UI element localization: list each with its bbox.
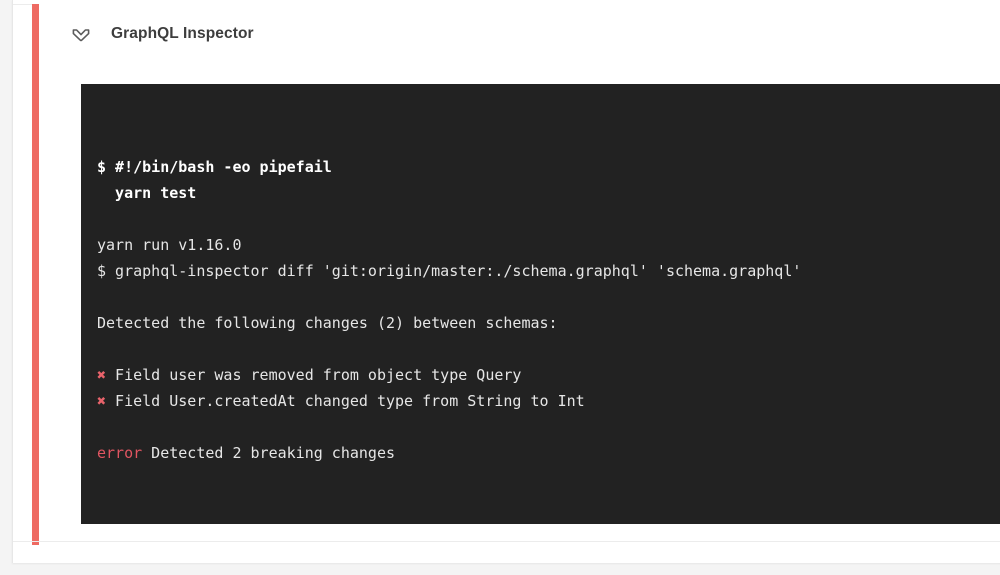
log-line: ✖ Field user was removed from object typ… [97, 362, 1000, 388]
log-line: $ #!/bin/bash -eo pipefail [97, 158, 332, 176]
log-line: yarn test [97, 184, 197, 202]
job-content: GraphQL Inspector $ #!/bin/bash -eo pipe… [39, 4, 1000, 545]
log-line: error Command failed with exit code 1. [97, 518, 1000, 524]
job-header[interactable]: GraphQL Inspector [39, 4, 254, 64]
log-line-text: Command failed with exit code 1. [142, 522, 440, 524]
log-line [97, 284, 1000, 310]
log-level-tag-error: error [97, 522, 142, 524]
log-line [97, 414, 1000, 440]
log-line-text: Field User.createdAt changed type from S… [106, 392, 585, 410]
log-level-tag-error: error [97, 444, 143, 462]
log-line [97, 466, 1000, 492]
breaking-change-marker-icon: ✖ [97, 392, 107, 410]
log-line-list: $ #!/bin/bash -eo pipefail yarn test yar… [97, 154, 1000, 524]
card-bottom-divider [13, 541, 1000, 542]
log-line: ✖ Field User.createdAt changed type from… [97, 388, 1000, 414]
log-line [97, 492, 1000, 518]
job-card: GraphQL Inspector $ #!/bin/bash -eo pipe… [12, 0, 1000, 563]
job-title: GraphQL Inspector [111, 25, 254, 42]
log-line: Detected the following changes (2) betwe… [97, 314, 558, 332]
log-line: error Detected 2 breaking changes [97, 440, 1000, 466]
log-line: $ graphql-inspector diff 'git:origin/mas… [97, 262, 802, 280]
job-status-bar [32, 4, 39, 545]
log-line [97, 206, 1000, 232]
log-line-text: Detected 2 breaking changes [142, 444, 396, 462]
graphql-inspector-logo-icon [68, 21, 94, 47]
build-log-terminal[interactable]: $ #!/bin/bash -eo pipefail yarn test yar… [81, 84, 1000, 524]
log-line-text: Field user was removed from object type … [106, 366, 522, 384]
log-line [97, 336, 1000, 362]
breaking-change-marker-icon: ✖ [97, 366, 107, 384]
log-line: yarn run v1.16.0 [97, 236, 242, 254]
